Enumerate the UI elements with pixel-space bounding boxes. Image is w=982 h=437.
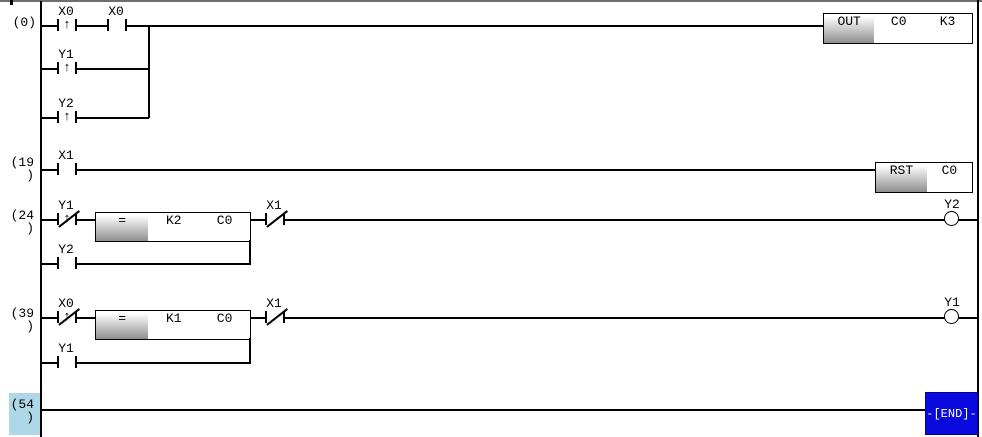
device-label: X1 — [266, 296, 282, 311]
instruction-mnemonic: OUT — [824, 14, 875, 43]
step-number: (19 ) — [6, 156, 34, 182]
right-power-rail — [977, 0, 979, 437]
instruction-operand: C0 — [890, 14, 907, 29]
contact-x0-normally-open[interactable] — [107, 19, 127, 31]
step-number-text: ) — [26, 410, 34, 425]
device-label: X1 — [58, 148, 74, 163]
wire — [42, 169, 875, 171]
contact-y1-falling-edge[interactable]: ↑ — [57, 210, 80, 228]
wire — [958, 219, 978, 221]
branch-wire — [148, 25, 150, 118]
step-number-text: ) — [26, 319, 34, 334]
instruction-mnemonic: RST — [876, 163, 927, 192]
step-number-text: (24 — [10, 208, 34, 223]
top-border-line — [0, 0, 982, 2]
instruction-operand: C0 — [941, 163, 958, 178]
device-label: Y1 — [944, 295, 960, 310]
contact-x1-normally-closed[interactable] — [265, 210, 288, 228]
compare-block[interactable]: = K1 C0 — [95, 310, 251, 340]
device-label: X0 — [58, 4, 74, 19]
coil-y2[interactable] — [944, 211, 959, 226]
device-label: X0 — [108, 4, 124, 19]
wire — [251, 317, 945, 319]
contact-x0-rising-edge[interactable]: ↑ — [57, 16, 77, 32]
contact-y1-rising-edge[interactable]: ↑ — [57, 59, 77, 75]
device-label: Y1 — [58, 47, 74, 62]
compare-operand: K1 — [165, 311, 182, 326]
contact-x1-normally-closed[interactable] — [265, 308, 288, 326]
wire — [42, 25, 823, 27]
device-label: Y1 — [58, 341, 74, 356]
step-number-text: (0) — [12, 15, 36, 30]
step-number-text: (39 — [10, 306, 34, 321]
contact-y2-normally-open[interactable] — [57, 257, 77, 269]
wire — [42, 409, 925, 411]
rising-edge-arrow-icon: ↑ — [63, 108, 71, 124]
step-number-text: (19 — [10, 155, 34, 170]
step-number-text: (54 — [10, 397, 34, 412]
compare-operand: C0 — [216, 213, 233, 228]
wire — [42, 117, 149, 119]
branch-wire — [249, 338, 251, 363]
compare-block[interactable]: = K2 C0 — [95, 212, 251, 242]
device-label: X1 — [266, 198, 282, 213]
wire — [42, 68, 149, 70]
rising-edge-arrow-icon: ↑ — [63, 59, 71, 75]
step-number: (24 ) — [6, 209, 34, 235]
out-instruction-block[interactable]: OUT C0 K3 — [823, 13, 973, 44]
end-instruction-block[interactable]: -[END]- — [925, 392, 978, 435]
step-number: (54 ) — [6, 398, 34, 424]
compare-operand: K2 — [165, 213, 182, 228]
compare-operand: C0 — [216, 311, 233, 326]
wire — [42, 263, 251, 265]
selection-highlight — [9, 393, 40, 435]
wire — [251, 219, 945, 221]
device-label: Y2 — [58, 96, 74, 111]
contact-y1-normally-open[interactable] — [57, 356, 77, 368]
rising-edge-arrow-icon: ↑ — [63, 16, 71, 32]
contact-y2-rising-edge[interactable]: ↑ — [57, 108, 77, 124]
wire — [42, 362, 251, 364]
instruction-operand: K3 — [939, 14, 956, 29]
device-label: Y1 — [58, 198, 74, 213]
contact-x1-normally-open[interactable] — [57, 163, 77, 175]
device-label: Y2 — [944, 197, 960, 212]
device-label: Y2 — [58, 242, 74, 257]
device-label: X0 — [58, 296, 74, 311]
splitter-tick — [10, 0, 13, 5]
contact-x0-falling-edge[interactable]: ↑ — [57, 308, 80, 326]
step-number: (0) — [8, 16, 36, 29]
step-number-text: ) — [26, 168, 34, 183]
compare-operator: = — [96, 213, 149, 241]
step-number-text: ) — [26, 221, 34, 236]
compare-operator: = — [96, 311, 149, 339]
step-number: (39 ) — [6, 307, 34, 333]
left-power-rail — [40, 1, 42, 437]
rst-instruction-block[interactable]: RST C0 — [875, 162, 973, 193]
branch-wire — [249, 240, 251, 264]
coil-y1[interactable] — [944, 309, 959, 324]
wire — [958, 317, 978, 319]
